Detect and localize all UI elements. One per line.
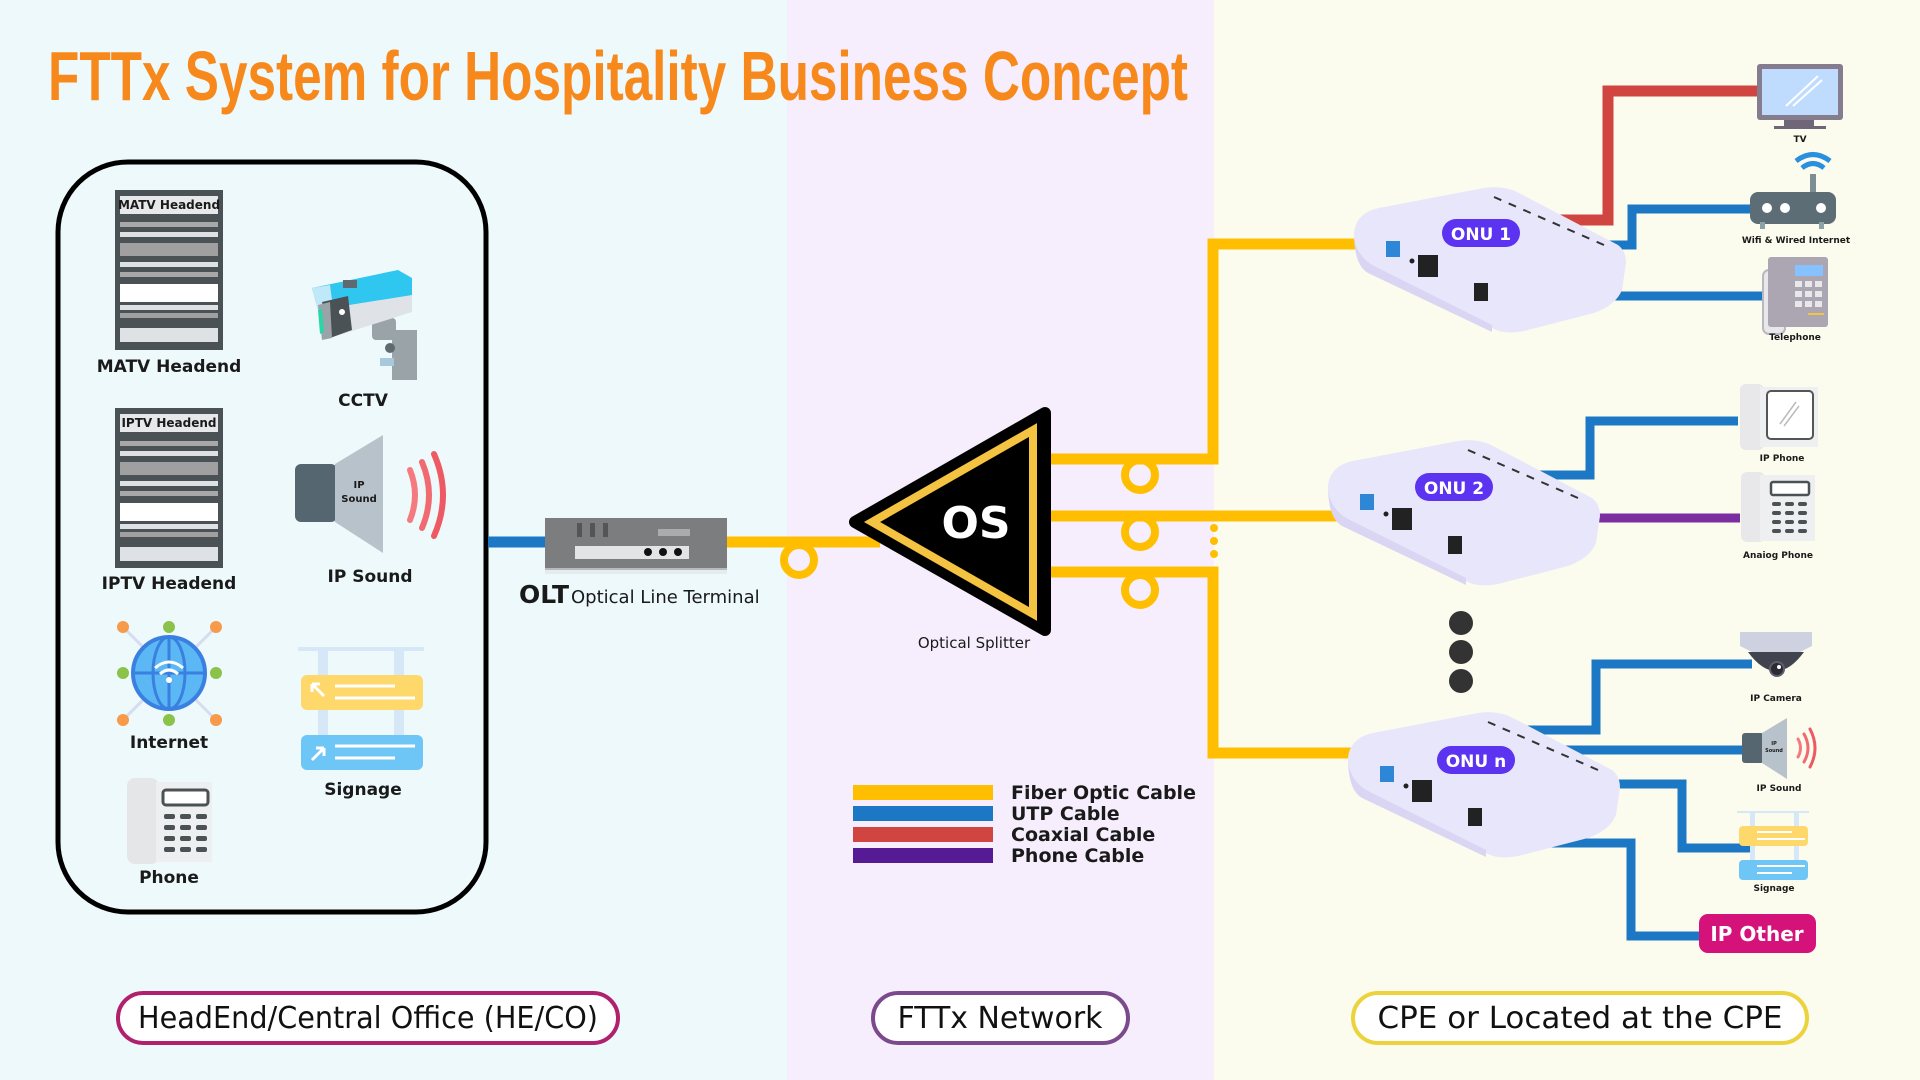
legend-swatch-coaxial	[853, 827, 993, 842]
tv-label: TV	[1793, 135, 1806, 145]
internet[interactable]: Internet	[117, 621, 222, 753]
cctv-label: CCTV	[338, 391, 389, 411]
iptv-headend-label: IPTV Headend	[102, 574, 237, 594]
section-badge-headend	[116, 991, 620, 1045]
phone-label: Phone	[139, 868, 199, 888]
dome-camera-icon	[1740, 632, 1812, 677]
legend: Fiber Optic Cable UTP Cable Coaxial Cabl…	[853, 782, 1196, 867]
speaker-text: Sound	[1765, 748, 1783, 754]
section-badge-cpe	[1351, 991, 1809, 1045]
splitter-abbr: OS	[941, 498, 1010, 549]
splitter-label: Optical Splitter	[918, 634, 1031, 652]
olt-abbr: OLT	[519, 580, 569, 609]
wifi-router-icon	[1750, 152, 1836, 229]
tv-icon	[1757, 64, 1843, 129]
ip-other-badge	[1699, 914, 1816, 953]
telephone-icon	[1762, 257, 1828, 335]
headend-box	[55, 159, 489, 915]
speaker-text: IP	[353, 480, 364, 491]
legend-label-utp: UTP Cable	[1011, 803, 1120, 825]
onu-device-n[interactable]	[1348, 712, 1620, 858]
legend-label-coaxial: Coaxial Cable	[1011, 824, 1155, 846]
signage-label: Signage	[324, 780, 402, 800]
fiber-slack-loop	[1121, 456, 1159, 494]
olt-label: Optical Line Terminal	[571, 587, 760, 608]
signage-icon	[1737, 811, 1809, 880]
cctv-camera-icon	[312, 270, 417, 380]
utp-cable-ip-other	[1540, 838, 1700, 941]
section-badge-network	[871, 991, 1130, 1045]
onu-device-1[interactable]	[1354, 187, 1626, 333]
fiber-cable-onun	[1040, 566, 1360, 759]
telephone-label: Telephone	[1769, 333, 1821, 343]
legend-swatch-fiber	[853, 785, 993, 800]
speaker-icon	[295, 435, 446, 553]
onu-label-1: ONU 1	[1451, 225, 1511, 245]
ip-sound-label: IP Sound	[328, 567, 413, 587]
internet-label: Internet	[130, 733, 208, 753]
onu-device-2[interactable]	[1328, 440, 1600, 586]
cpe-ip-phone[interactable]: IP Phone	[1740, 384, 1818, 464]
cpe-tv[interactable]: TV	[1757, 64, 1843, 145]
section-label-cpe: CPE or Located at the CPE	[1378, 1001, 1783, 1036]
cpe-ip-sound[interactable]: IP Sound IP Sound	[1742, 718, 1817, 794]
legend-swatch-utp	[853, 806, 993, 821]
section-label-headend: HeadEnd/Central Office (HE/CO)	[138, 1001, 598, 1036]
cpe-ip-other[interactable]: IP Other	[1699, 914, 1816, 953]
signage-cpe-label: Signage	[1753, 884, 1794, 894]
more-onus-dots	[1449, 611, 1473, 693]
server-rack-icon	[115, 408, 223, 568]
onu-badge-2	[1415, 473, 1493, 501]
analog-phone-icon	[1741, 472, 1815, 542]
speaker-text: Sound	[341, 494, 376, 505]
fiber-cable-onu1	[1040, 238, 1360, 465]
wifi-label: Wifi & Wired Internet	[1742, 236, 1851, 246]
ip-phone-label: IP Phone	[1760, 454, 1805, 464]
legend-swatch-phone	[853, 848, 993, 863]
utp-cable-signage	[1590, 779, 1750, 853]
phone-headend[interactable]: Phone	[127, 778, 212, 888]
iptv-headend[interactable]: IPTV Headend IPTV Headend	[102, 408, 237, 594]
iptv-rack-label: IPTV Headend	[121, 416, 216, 430]
section-label-network: FTTx Network	[898, 1001, 1104, 1036]
signage-headend[interactable]: Signage	[298, 647, 424, 800]
ip-sound-headend[interactable]: IP Sound IP Sound	[295, 435, 446, 587]
cpe-ip-camera[interactable]: IP Camera	[1740, 632, 1812, 704]
ip-sound-cpe-label: IP Sound	[1757, 784, 1802, 794]
fiber-slack-loop	[1121, 571, 1159, 609]
cctv[interactable]: CCTV	[312, 270, 417, 411]
matv-headend[interactable]: MATV Headend MATV Headend	[97, 190, 242, 377]
optical-splitter[interactable]	[849, 407, 1051, 636]
ellipsis-dots	[1210, 524, 1218, 558]
cpe-signage[interactable]: Signage	[1737, 811, 1809, 894]
onu-label-n: ONU n	[1446, 752, 1507, 772]
onu-label-2: ONU 2	[1424, 479, 1484, 499]
desk-phone-icon	[127, 778, 212, 864]
legend-label-phone: Phone Cable	[1011, 845, 1144, 867]
fiber-slack-loop	[1121, 513, 1159, 551]
page-title: FTTx System for Hospitality Business Con…	[48, 37, 1188, 115]
globe-wifi-icon	[117, 621, 222, 726]
fiber-slack-loop	[780, 541, 818, 579]
ip-camera-label: IP Camera	[1750, 694, 1802, 704]
utp-cable-ip-camera	[1510, 659, 1752, 735]
speaker-text: IP	[1771, 741, 1777, 747]
signage-icon	[298, 647, 424, 770]
cpe-wifi-router[interactable]: Wifi & Wired Internet	[1742, 152, 1851, 247]
matv-rack-label: MATV Headend	[118, 198, 220, 212]
ip-other-label: IP Other	[1710, 922, 1803, 946]
ip-phone-icon	[1740, 384, 1818, 450]
onu-badge-n	[1437, 746, 1515, 774]
cpe-analog-phone[interactable]: Anaiog Phone	[1741, 472, 1815, 561]
cpe-telephone[interactable]: Telephone	[1762, 257, 1828, 343]
utp-cable-ip-phone	[1520, 416, 1738, 480]
speaker-icon	[1742, 718, 1817, 779]
legend-label-fiber: Fiber Optic Cable	[1011, 782, 1196, 804]
server-rack-icon	[115, 190, 223, 350]
matv-headend-label: MATV Headend	[97, 357, 242, 377]
olt-device[interactable]	[545, 518, 727, 574]
analog-phone-label: Anaiog Phone	[1743, 551, 1813, 561]
onu-badge-1	[1442, 219, 1520, 247]
